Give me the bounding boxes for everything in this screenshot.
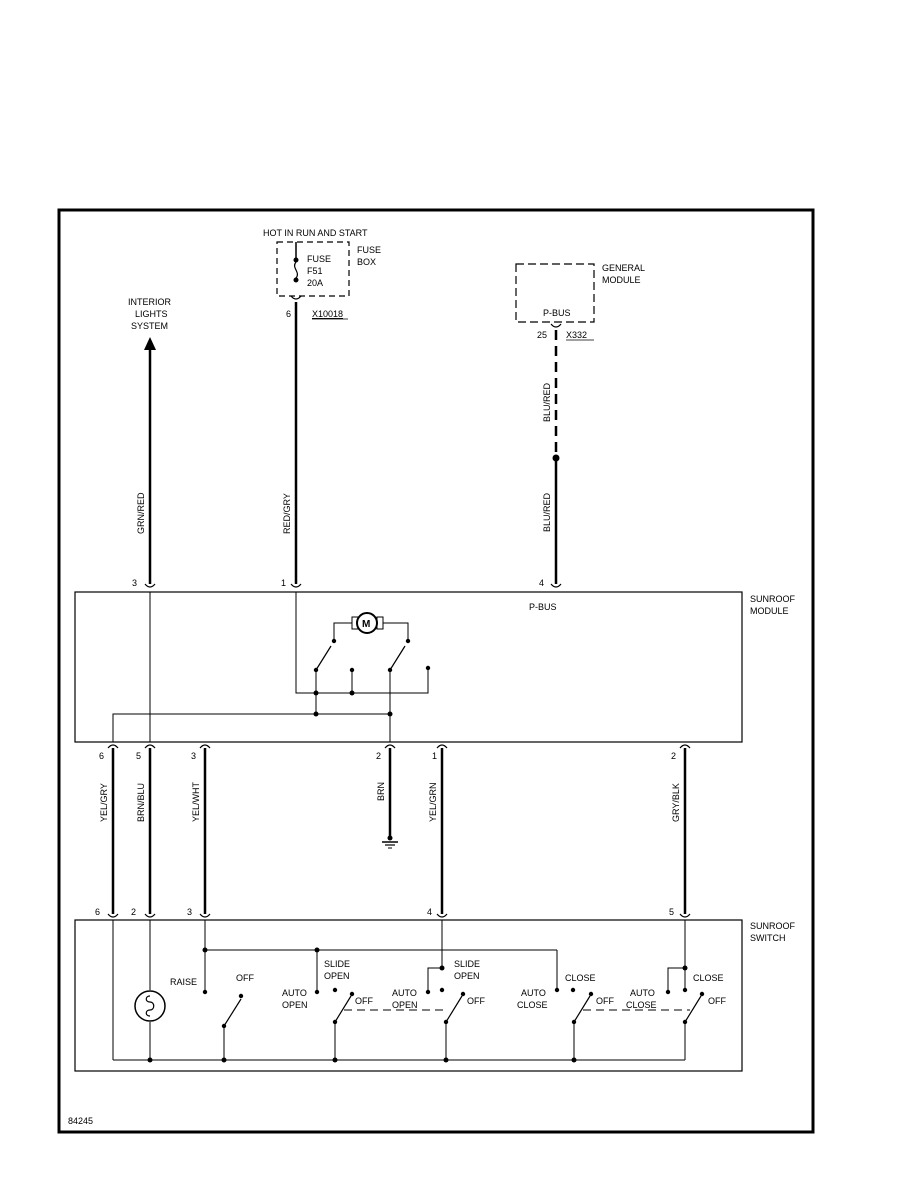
switch-label-off-1: OFF	[236, 973, 254, 983]
interior-lights-label-line2: LIGHTS	[135, 309, 168, 319]
switch-contact-close-2	[682, 991, 705, 1060]
switch-label-off-2: OFF	[355, 996, 373, 1006]
switch-pin-3: 3	[187, 907, 192, 917]
general-module-outline	[515, 263, 595, 323]
interior-lights-arrow	[144, 337, 156, 350]
switch-label-auto-1: AUTO	[282, 988, 307, 998]
fuse-element	[293, 261, 299, 279]
switch-label-auto-4: AUTO	[630, 988, 655, 998]
sunroof-switch-label-line1: SUNROOF	[750, 921, 796, 931]
switch-pin-6: 6	[95, 907, 100, 917]
switch-label-off-4: OFF	[596, 996, 614, 1006]
ground-icon	[382, 835, 398, 849]
fuse-box-label-line2: BOX	[357, 257, 376, 267]
wire-label-yel-wht: YEL/WHT	[191, 781, 201, 822]
switch-pin-4: 4	[427, 907, 432, 917]
switch-contact-slide-open-2	[443, 991, 466, 1063]
switch-label-open-1: OPEN	[324, 971, 350, 981]
module-top-pin-3: 3	[132, 578, 137, 588]
fuse-label: FUSE	[307, 254, 331, 264]
fuse-connector-id: X10018	[312, 309, 343, 319]
fuse-box-outline	[276, 241, 350, 297]
switch-pin-5: 5	[669, 907, 674, 917]
switch-label-raise: RAISE	[170, 977, 197, 987]
fuse-id: F51	[307, 266, 323, 276]
module-bottom-pin-1: 1	[432, 751, 437, 761]
relay-switch-right	[387, 645, 406, 742]
switch-label-close-auto-4: CLOSE	[626, 1000, 657, 1010]
switch-label-off-3: OFF	[467, 996, 485, 1006]
switch-contact-close	[571, 991, 594, 1063]
module-top-connector	[144, 583, 156, 588]
sunroof-module-outline	[74, 591, 743, 743]
switch-pin-2: 2	[131, 907, 136, 917]
diagram-frame	[57, 208, 815, 1134]
wire-label-yel-gry: YEL/GRY	[99, 783, 109, 822]
switch-label-slide-1: SLIDE	[324, 959, 350, 969]
module-top-connector	[550, 583, 562, 588]
switch-label-close-3: CLOSE	[565, 973, 596, 983]
module-bottom-pin-2b: 2	[671, 751, 676, 761]
switch-contact-off-1	[221, 993, 244, 1063]
general-module-connector-symbol	[550, 323, 562, 328]
general-module-label-line2: MODULE	[602, 275, 641, 285]
wire-label-yel-grn: YEL/GRN	[428, 782, 438, 822]
switch-label-auto-2: AUTO	[392, 988, 417, 998]
module-top-pin-4: 4	[539, 578, 544, 588]
sunroof-switch-label-line2: SWITCH	[750, 933, 786, 943]
relay-switch-left	[313, 645, 332, 714]
module-top-pin-1: 1	[281, 578, 286, 588]
interior-lights-label-line1: INTERIOR	[128, 297, 172, 307]
switch-label-open-auto-1: OPEN	[282, 1000, 308, 1010]
sunroof-module-label-line2: MODULE	[750, 606, 789, 616]
motor-symbol: M	[362, 619, 370, 630]
sunroof-module-label-line1: SUNROOF	[750, 594, 796, 604]
wire-label-gry-blk: GRY/BLK	[671, 783, 681, 822]
wire-label-blu-red-bottom: BLU/RED	[542, 492, 552, 532]
fuse-rating: 20A	[307, 278, 323, 288]
wire-label-red-gry: RED/GRY	[282, 493, 292, 534]
switch-label-open-2: OPEN	[454, 971, 480, 981]
module-bottom-pin-2: 2	[376, 751, 381, 761]
switch-contact-slide-open	[332, 991, 355, 1063]
figure-number: 84245	[68, 1116, 93, 1126]
fuse-hot-label: HOT IN RUN AND START	[263, 228, 368, 238]
wire-label-grn-red: GRN/RED	[136, 492, 146, 534]
wire-label-brn: BRN	[376, 782, 386, 801]
wire-label-blu-red-top: BLU/RED	[542, 382, 552, 422]
switch-label-off-5: OFF	[708, 996, 726, 1006]
module-bottom-pin-6: 6	[99, 751, 104, 761]
general-module-bus-label: P-BUS	[543, 308, 571, 318]
wire-label-brn-blu: BRN/BLU	[136, 783, 146, 822]
interior-lights-label-line3: SYSTEM	[131, 321, 168, 331]
fuse-terminal	[293, 257, 299, 263]
module-top-connector	[290, 583, 302, 588]
general-module-pin-number: 25	[537, 330, 547, 340]
general-module-label-line1: GENERAL	[602, 263, 645, 273]
fuse-terminal	[293, 277, 299, 283]
switch-label-auto-3: AUTO	[521, 988, 546, 998]
motor-icon: M	[351, 612, 384, 634]
fuse-pin-number: 6	[286, 309, 291, 319]
switch-label-close-4: CLOSE	[693, 973, 724, 983]
switch-label-close-auto-3: CLOSE	[517, 1000, 548, 1010]
switch-label-open-auto-2: OPEN	[392, 1000, 418, 1010]
sunroof-module-bus-label: P-BUS	[529, 602, 557, 612]
switch-label-slide-2: SLIDE	[454, 959, 480, 969]
raise-indicator-lamp-icon	[134, 990, 166, 1022]
general-module-connector-id: X332	[566, 330, 587, 340]
fuse-box-label-line1: FUSE	[357, 245, 381, 255]
fuse-connector-symbol	[290, 295, 302, 300]
sunroof-switch-outline	[74, 919, 743, 1072]
module-bottom-pin-3: 3	[191, 751, 196, 761]
module-bottom-pin-5: 5	[136, 751, 141, 761]
